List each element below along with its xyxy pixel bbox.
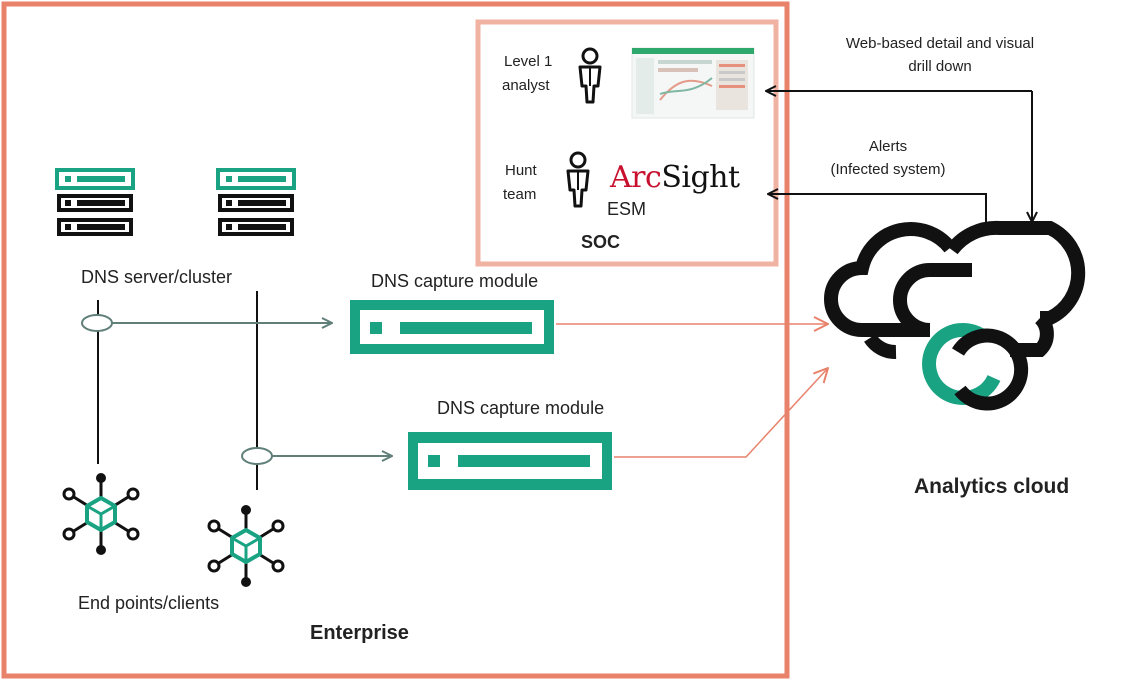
web-drill-down-label-line2: drill down (908, 57, 972, 75)
alerts-arrow (768, 194, 987, 228)
dns-server-cluster-label: DNS server/cluster (81, 267, 233, 287)
web-drill-down-label: Web-based detail and visual drill down (820, 35, 1060, 77)
tap-ellipse-2 (241, 447, 273, 465)
web-drill-down-label-line1: Web-based detail and visual (845, 35, 1035, 52)
endpoints-clients-label: End points/clients (78, 593, 220, 613)
level1-analyst-label-line2: analyst (502, 77, 550, 94)
soc-title: SOC (581, 232, 621, 252)
alerts-label-line2: (Infected system) (830, 160, 946, 178)
dns-capture-module-1-icon (350, 300, 554, 354)
esm-label: ESM (607, 199, 647, 219)
dns-server-icon-1 (55, 168, 135, 238)
arcsight-logo: ArcSight (610, 160, 740, 195)
level1-analyst-label-line1: Level 1 (504, 53, 553, 70)
endpoint-icon-2 (207, 503, 285, 589)
analytics-cloud-title: Analytics cloud (914, 475, 1070, 498)
dashboard-screenshot-icon (631, 47, 755, 119)
hunt-team-label-line1: Hunt (505, 162, 537, 179)
enterprise-title: Enterprise (310, 622, 409, 644)
analytics-cloud-icon (824, 220, 1086, 411)
alerts-label-line1: Alerts (868, 138, 908, 155)
enterprise-boundary (1, 1, 790, 679)
tap-ellipse-1 (81, 314, 113, 332)
dns-server-icon-2 (216, 168, 296, 238)
alerts-label: Alerts (Infected system) (808, 138, 968, 180)
endpoint-icon-1 (62, 471, 140, 557)
hunt-team-label-line2: team (503, 186, 537, 203)
dns-capture-module-1-label: DNS capture module (371, 271, 539, 291)
dns-capture-module-2-icon (408, 432, 612, 490)
dns-capture-module-2-label: DNS capture module (437, 398, 605, 418)
capture-flow-arrow-2 (614, 368, 828, 458)
